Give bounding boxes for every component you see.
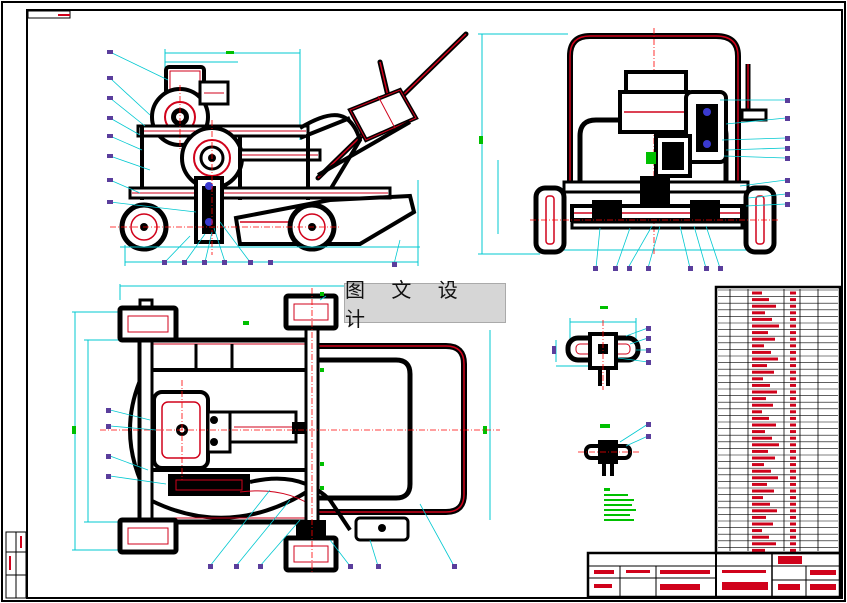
parts-list-row-entry: [752, 350, 771, 354]
parts-list-row-qty: [790, 291, 796, 295]
parts-list-row-qty: [790, 496, 796, 500]
parts-list-row-entry: [752, 403, 773, 407]
parts-list-row-entry: [752, 548, 765, 552]
parts-list-row-qty: [790, 350, 796, 354]
parts-list-row-entry: [752, 502, 770, 506]
title-block: [586, 551, 842, 599]
parts-list-row-qty: [790, 509, 796, 513]
parts-list-row-entry: [752, 397, 766, 401]
parts-list-row-entry: [752, 463, 764, 467]
parts-list-row-entry: [752, 496, 763, 500]
parts-list-row-qty: [790, 416, 796, 420]
parts-list-row-qty: [790, 456, 796, 460]
parts-list-row-entry: [752, 416, 769, 420]
parts-list-table: [714, 285, 842, 555]
parts-list-row-entry: [752, 476, 778, 480]
parts-list-row-entry: [752, 344, 764, 348]
parts-list-row-entry: [752, 291, 762, 295]
parts-list-row-qty: [790, 463, 796, 467]
parts-list-row-entry: [752, 436, 772, 440]
watermark-label: 图 文 设 计: [344, 278, 506, 331]
parts-list-row-qty: [790, 502, 796, 506]
parts-list-row-entry: [752, 304, 776, 308]
parts-list-row-qty: [790, 436, 796, 440]
parts-list-row-qty: [790, 357, 796, 361]
detail-section-view: [552, 306, 651, 390]
parts-list-row-qty: [790, 364, 796, 368]
parts-list-row-entry: [752, 456, 775, 460]
parts-list-row-qty: [790, 377, 796, 381]
parts-list-row-qty: [790, 522, 796, 526]
parts-list-row-qty: [790, 469, 796, 473]
parts-list-row-entry: [752, 377, 763, 381]
parts-list-row-qty: [790, 370, 796, 374]
parts-list-row-qty: [790, 489, 796, 493]
parts-list-row-qty: [790, 383, 796, 387]
parts-list-row-entry: [752, 364, 767, 368]
parts-list-row-qty: [790, 423, 796, 427]
parts-list-row-qty: [790, 311, 796, 315]
parts-list-row-qty: [790, 317, 796, 321]
parts-list-row-entry: [752, 515, 766, 519]
parts-list-row-entry: [752, 324, 779, 328]
parts-list-row-qty: [790, 298, 796, 302]
parts-list-row-entry: [752, 522, 773, 526]
parts-list-row-entry: [752, 529, 762, 533]
parts-list-row-qty: [790, 344, 796, 348]
parts-list-row-entry: [752, 298, 769, 302]
parts-list-row-qty: [790, 324, 796, 328]
parts-list-row-qty: [790, 430, 796, 434]
parts-list-row-entry: [752, 482, 767, 486]
parts-list-row-qty: [790, 410, 796, 414]
parts-list-row-entry: [752, 423, 776, 427]
parts-list-row-qty: [790, 443, 796, 447]
parts-list-row-entry: [752, 542, 776, 546]
parts-list-row-qty: [790, 476, 796, 480]
parts-list-row-qty: [790, 390, 796, 394]
parts-list-row-entry: [752, 390, 777, 394]
parts-list-row-entry: [752, 489, 774, 493]
front-view: [478, 28, 790, 271]
left-margin-strip: [5, 531, 27, 599]
parts-list-row-entry: [752, 317, 772, 321]
parts-list-row-qty: [790, 542, 796, 546]
parts-list-row-qty: [790, 529, 796, 533]
parts-list-row-entry: [752, 535, 769, 539]
parts-list-row-qty: [790, 535, 796, 539]
parts-list-row-qty: [790, 482, 796, 486]
parts-list-row-entry: [752, 311, 765, 315]
parts-list-row-entry: [752, 357, 778, 361]
top-view: [72, 284, 500, 574]
parts-list-row-entry: [752, 430, 765, 434]
parts-list-row-entry: [752, 410, 762, 414]
parts-list-row-qty: [790, 403, 796, 407]
detail-part-view: [578, 422, 651, 521]
parts-list-row-qty: [790, 337, 796, 341]
parts-list-row-qty: [790, 515, 796, 519]
parts-list-row-qty: [790, 304, 796, 308]
parts-list-row-entry: [752, 383, 770, 387]
parts-list-row-qty: [790, 331, 796, 335]
sheet-inner-border: [26, 9, 843, 599]
parts-list-row-qty: [790, 449, 796, 453]
parts-list-row-entry: [752, 337, 775, 341]
parts-list-row-entry: [752, 331, 768, 335]
parts-list-row-entry: [752, 370, 774, 374]
parts-list-row-entry: [752, 469, 771, 473]
parts-list-row-entry: [752, 443, 779, 447]
parts-list-row-entry: [752, 449, 768, 453]
side-view: [107, 31, 469, 267]
parts-list-row-entry: [752, 509, 777, 513]
parts-list-row-qty: [790, 397, 796, 401]
parts-list-row-qty: [790, 548, 796, 552]
